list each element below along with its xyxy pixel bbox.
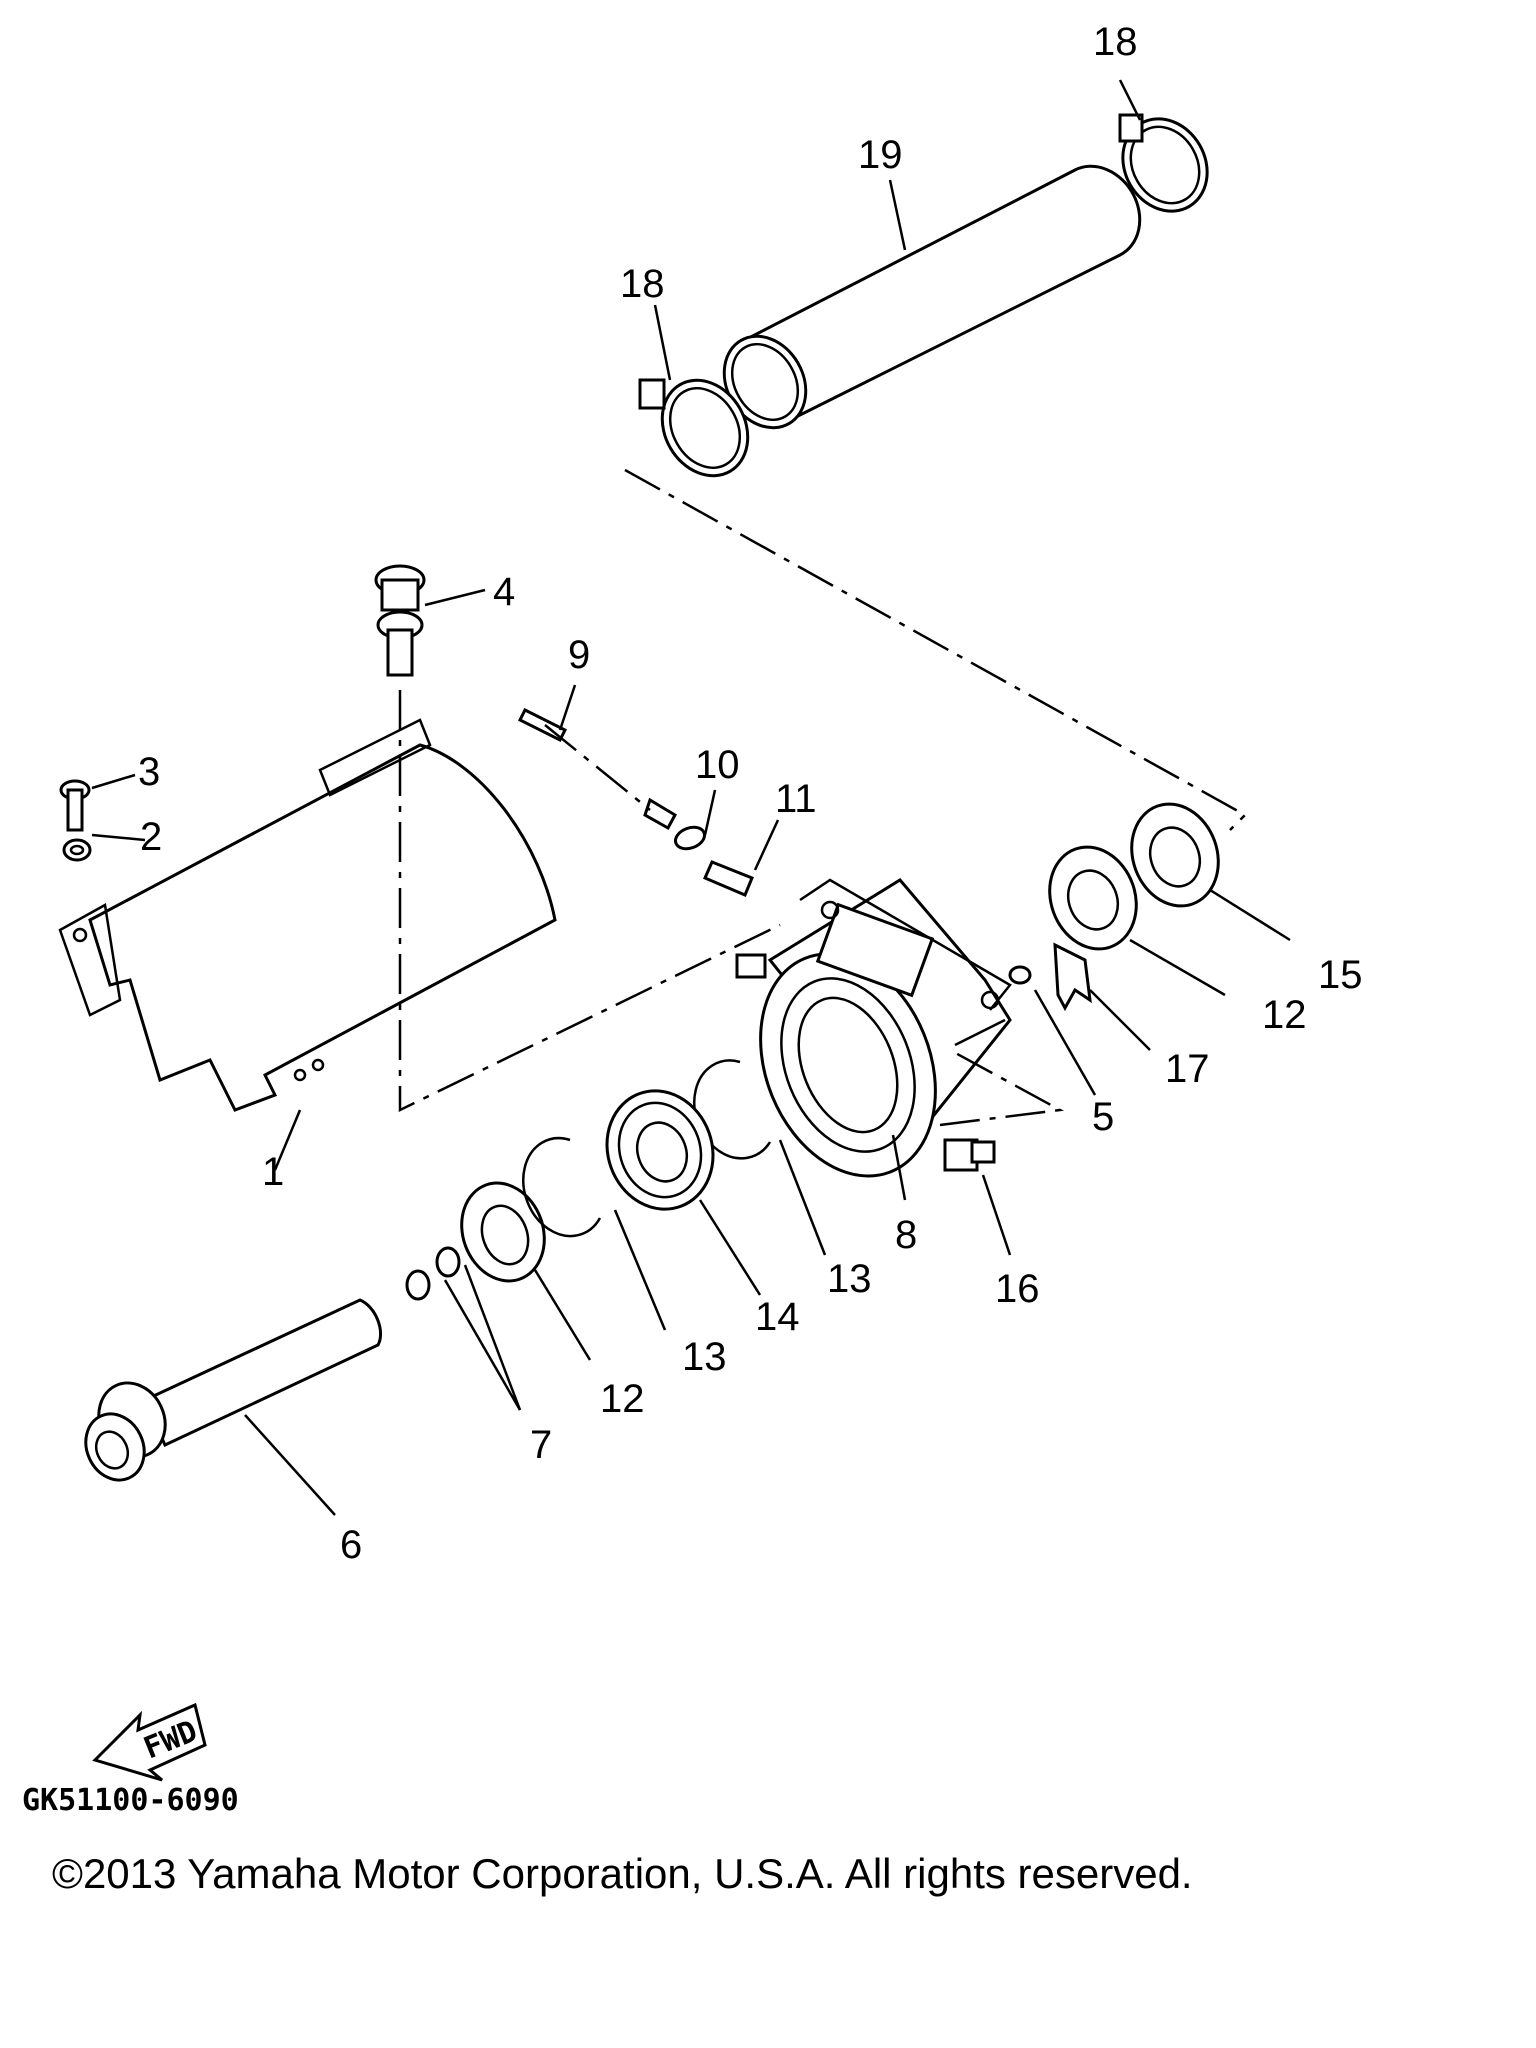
flange-bolt-part [943, 1138, 996, 1172]
hose-part [722, 164, 1142, 430]
callout-18-upper: 18 [1093, 20, 1138, 64]
callout-10: 10 [695, 743, 740, 787]
copyright-notice: ©2013 Yamaha Motor Corporation, U.S.A. A… [52, 1850, 1193, 1897]
callout-5: 5 [1092, 1095, 1114, 1139]
callout-4: 4 [493, 570, 515, 614]
shaft-part [84, 1298, 383, 1482]
callout-7: 7 [530, 1423, 552, 1467]
callout-12-lower: 12 [600, 1377, 645, 1421]
forward-arrow-icon: FWD [92, 1702, 207, 1782]
hose-clamp-upper [1118, 113, 1209, 213]
housing-part [735, 878, 1012, 1178]
callout-2: 2 [140, 815, 162, 859]
knob-part [374, 564, 426, 677]
dowel-pin-part [1008, 965, 1032, 985]
callout-6: 6 [340, 1523, 362, 1567]
circlip-lower [522, 1136, 602, 1238]
callout-labels: 1 2 3 4 5 6 7 8 9 10 11 12 12 13 13 14 1… [138, 20, 1363, 1567]
callout-15: 15 [1318, 953, 1363, 997]
nipple-part [703, 860, 754, 897]
callout-12-upper: 12 [1262, 993, 1307, 1037]
callout-19: 19 [858, 133, 903, 177]
callout-1: 1 [262, 1150, 284, 1194]
clip-part [673, 825, 707, 851]
callout-8: 8 [895, 1213, 917, 1257]
washer-part [62, 838, 92, 862]
oil-seal-lower [460, 1181, 546, 1283]
plate-part [1053, 942, 1092, 1012]
cover-part [58, 718, 557, 1112]
callout-11: 11 [775, 777, 817, 821]
callout-18-lower: 18 [620, 262, 665, 306]
callout-9: 9 [568, 633, 590, 677]
callout-14: 14 [755, 1295, 800, 1339]
assembly-lines [398, 468, 1248, 1127]
hose-clamp-lower [638, 378, 750, 478]
callout-3: 3 [138, 750, 160, 794]
o-ring-part [405, 1246, 461, 1301]
callout-13-lower: 13 [682, 1335, 727, 1379]
bearing-part [605, 1089, 715, 1211]
callout-13-upper: 13 [827, 1257, 872, 1301]
callout-16: 16 [995, 1267, 1040, 1311]
leader-lines [91, 79, 1291, 1516]
bolt-part [59, 779, 91, 832]
oil-seal-upper [1048, 845, 1138, 951]
callout-17: 17 [1165, 1047, 1210, 1091]
drawing-code: GK51100-6090 [22, 1783, 239, 1818]
oil-seal-outer [1130, 802, 1220, 908]
